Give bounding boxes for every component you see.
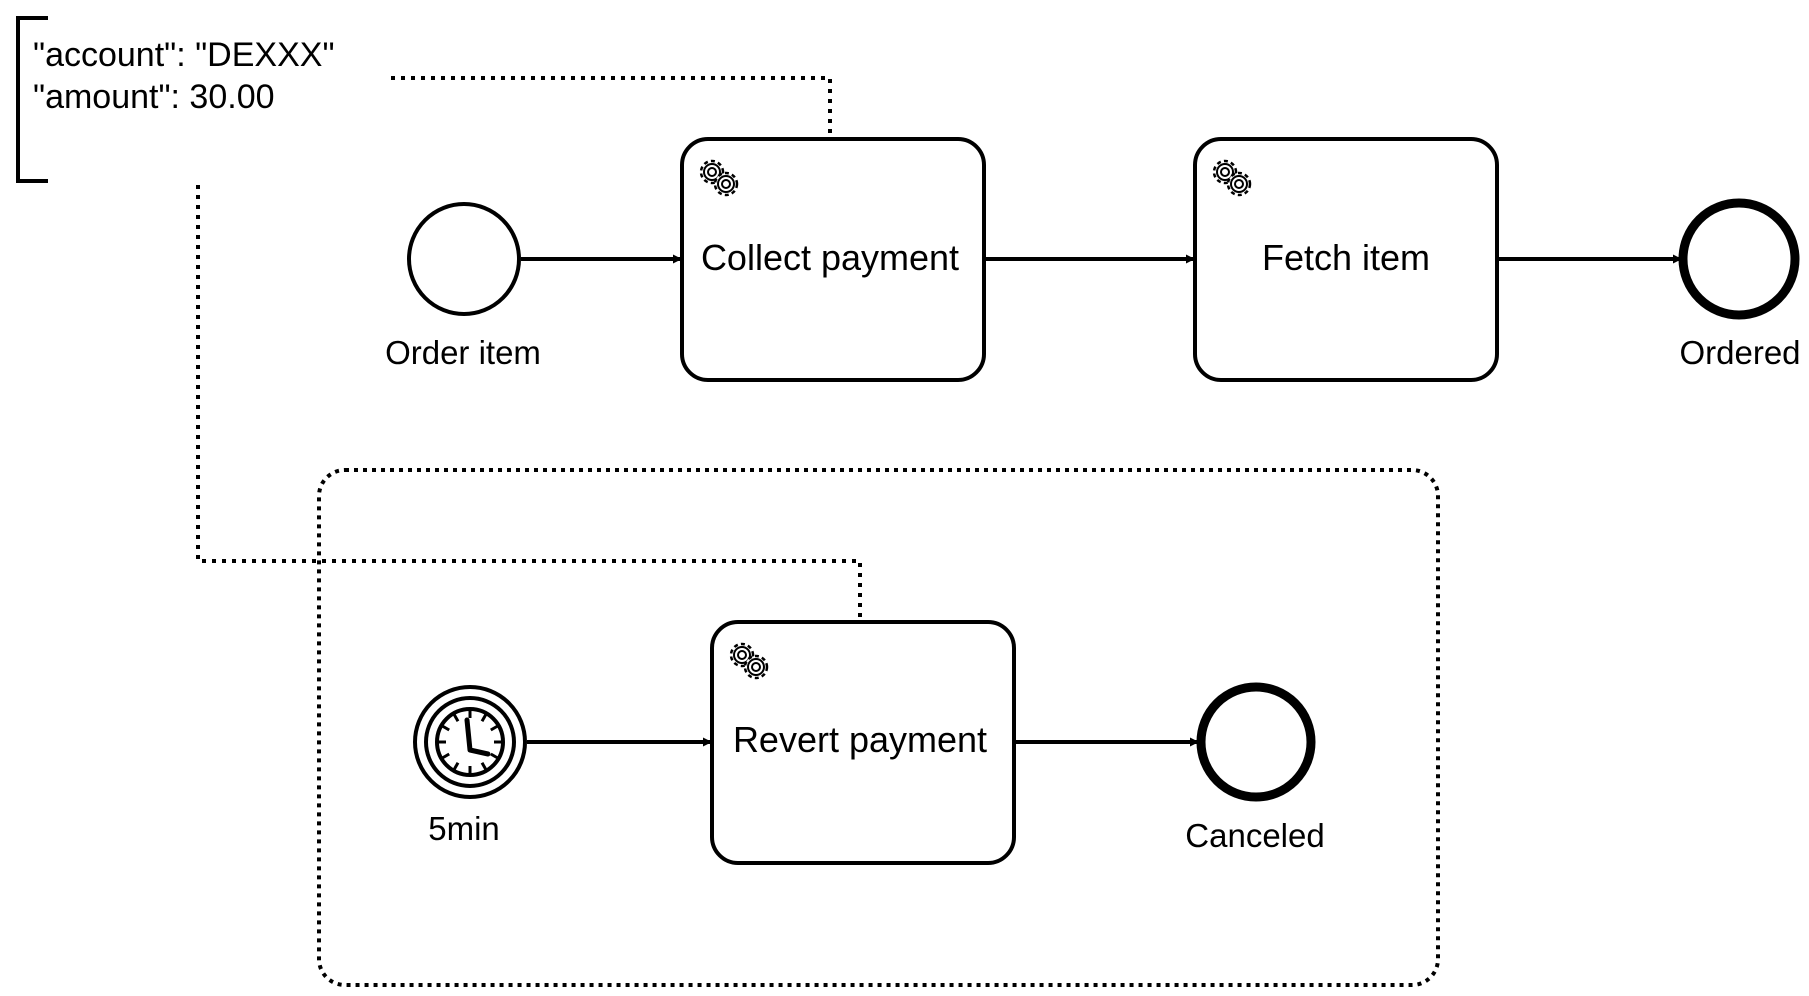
annotation-line-account: "account": "DEXXX" [33,36,335,74]
end-event-label: Ordered [1679,334,1800,371]
end-event-label: Canceled [1185,817,1324,854]
end-event-canceled[interactable]: Canceled [1185,682,1325,854]
text-annotation[interactable]: "account": "DEXXX" "amount": 30.00 [16,16,335,183]
task-fetch-item[interactable]: Fetch item [1193,137,1499,382]
task-label: Fetch item [1262,237,1430,278]
task-box [680,137,986,382]
clock-icon [435,707,505,777]
start-event-order-item[interactable]: Order item [385,202,541,371]
task-collect-payment[interactable]: Collect payment [680,137,986,382]
annotation-bracket [16,16,48,183]
circle-end-event-icon [1196,682,1316,802]
association-to-collect-payment[interactable] [391,76,832,136]
task-box [710,620,1016,865]
start-event-label: Order item [385,334,541,371]
task-revert-payment[interactable]: Revert payment [710,620,1016,865]
task-box [1193,137,1499,382]
end-event-ordered[interactable]: Ordered [1678,198,1801,371]
task-label: Collect payment [701,237,959,278]
circle-end-event-icon [1678,198,1800,320]
annotation-line-amount: "amount": 30.00 [33,78,275,116]
event-subprocess[interactable] [317,468,1440,987]
timer-label: 5min [428,810,500,847]
timer-start-event-5min[interactable]: 5min [413,685,527,847]
circle-start-event-icon [407,202,521,316]
task-label: Revert payment [733,719,987,760]
